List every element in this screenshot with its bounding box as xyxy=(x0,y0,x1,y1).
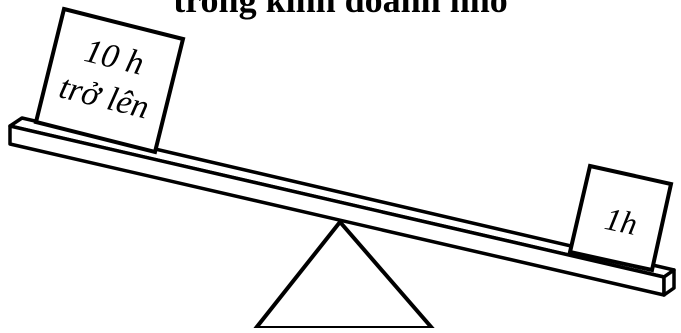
fulcrum-triangle xyxy=(256,222,432,328)
diagram-title: trong kinh doanh nhỏ xyxy=(0,0,681,21)
right-weight-box: 1h xyxy=(570,166,671,270)
